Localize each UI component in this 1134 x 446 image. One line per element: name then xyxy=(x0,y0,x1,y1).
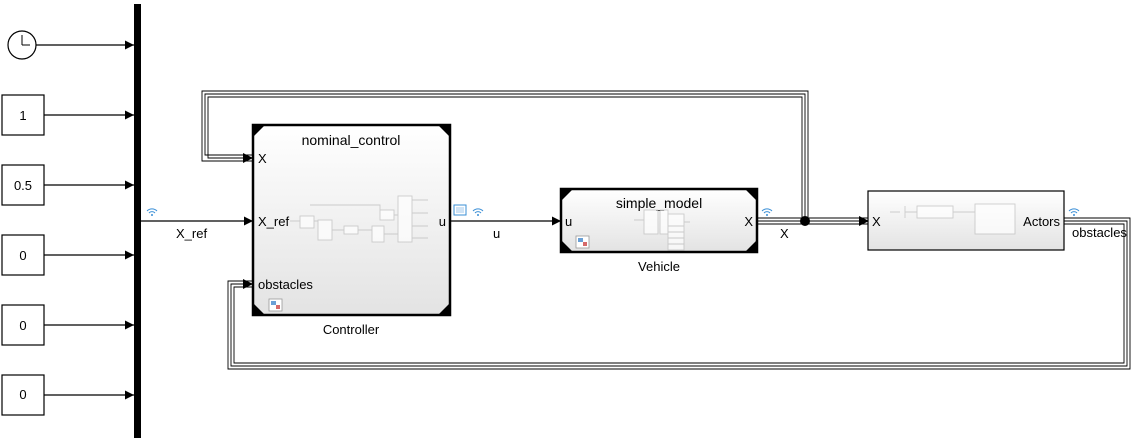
constant-block-2[interactable]: 0.5 xyxy=(1,164,134,206)
block-title: nominal_control xyxy=(302,132,401,148)
subsystem-link-icon xyxy=(268,298,283,312)
input-port-label: X xyxy=(258,151,267,166)
vehicle-block[interactable]: simple_model u X Vehicle xyxy=(559,187,759,274)
constant-value: 0.5 xyxy=(14,178,32,193)
signal-u[interactable]: u xyxy=(450,204,561,241)
actors-block[interactable]: X Actors xyxy=(867,190,1065,251)
signal-x-ref[interactable]: X_ref xyxy=(141,208,253,241)
constant-value: 0 xyxy=(19,248,26,263)
signal-obstacles[interactable]: obstacles xyxy=(227,208,1131,370)
block-name: Controller xyxy=(323,322,380,337)
constant-block-3[interactable]: 0 xyxy=(1,234,134,276)
controller-block[interactable]: nominal_control X X_ref obstacles u Cont… xyxy=(251,123,452,337)
subsystem-preview xyxy=(290,195,428,243)
constant-value: 0 xyxy=(19,318,26,333)
output-port-label: Actors xyxy=(1023,214,1060,229)
signal-label-x: X xyxy=(780,226,789,241)
block-title: simple_model xyxy=(616,195,702,211)
signal-label-obstacles: obstacles xyxy=(1072,225,1127,240)
input-port-label: X xyxy=(872,214,881,229)
subsystem-preview xyxy=(634,209,690,251)
logging-icon xyxy=(146,208,158,217)
subsystem-preview xyxy=(890,203,1016,235)
logging-icon xyxy=(472,208,484,217)
output-port-label: X xyxy=(744,214,753,229)
viewer-icon xyxy=(453,204,467,216)
logging-icon xyxy=(1068,208,1080,217)
constant-block-4[interactable]: 0 xyxy=(1,304,134,346)
input-port-label: X_ref xyxy=(258,214,289,229)
constant-value: 1 xyxy=(19,108,26,123)
signal-label-u: u xyxy=(493,226,500,241)
input-port-label: obstacles xyxy=(258,277,313,292)
clock-source[interactable] xyxy=(7,30,134,60)
logging-icon xyxy=(761,208,773,217)
feedback-x-wire[interactable] xyxy=(201,90,809,221)
constant-block-5[interactable]: 0 xyxy=(1,374,134,416)
input-port-label: u xyxy=(565,214,572,229)
mux-block[interactable] xyxy=(134,4,141,438)
signal-x[interactable]: X xyxy=(757,208,869,241)
block-name: Vehicle xyxy=(638,259,680,274)
constant-block-1[interactable]: 1 xyxy=(1,94,134,136)
constant-value: 0 xyxy=(19,387,26,402)
subsystem-link-icon xyxy=(575,235,590,249)
signal-label-x-ref: X_ref xyxy=(176,226,207,241)
output-port-label: u xyxy=(439,214,446,229)
